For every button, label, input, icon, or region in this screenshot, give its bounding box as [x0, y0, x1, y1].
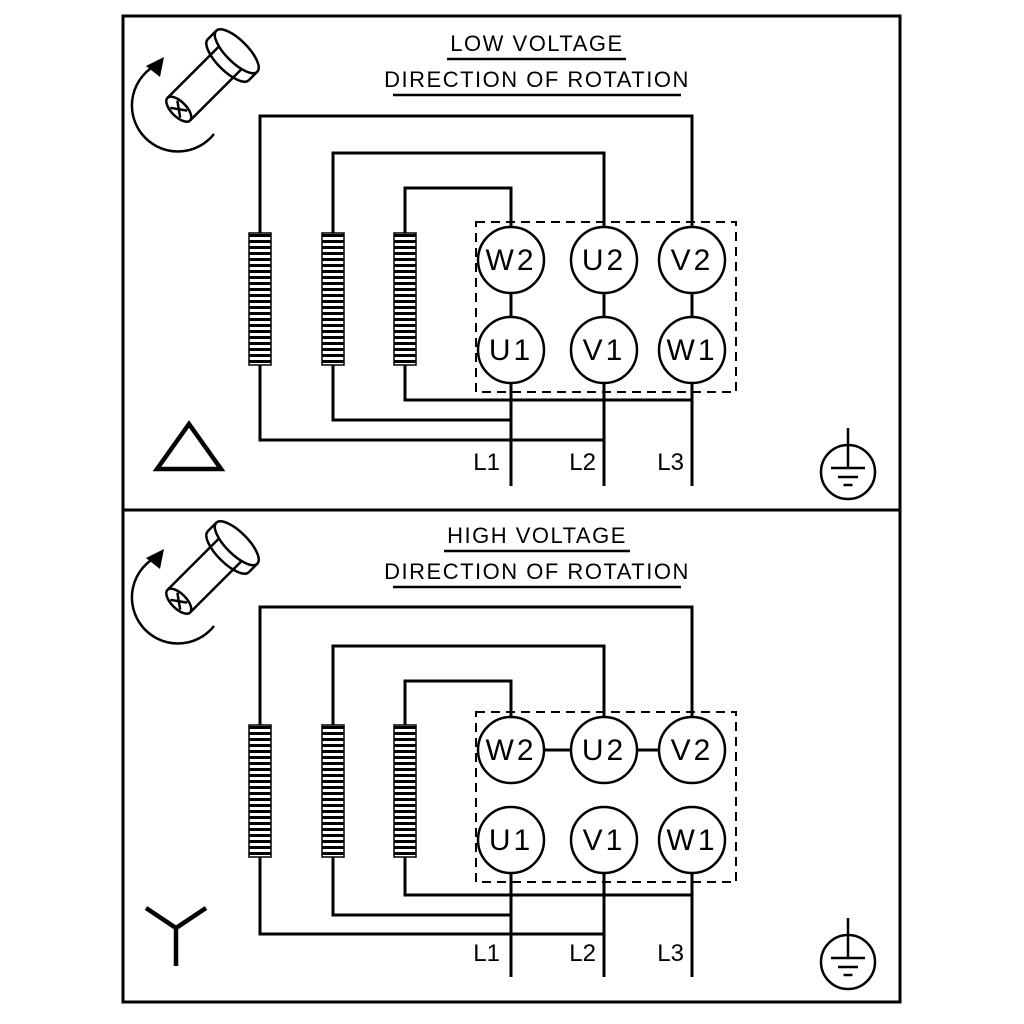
terminal-label-v1: V1 [583, 334, 626, 367]
terminal-label-w2: W2 [486, 734, 537, 767]
wire-coil2-to-u2 [331, 151, 606, 236]
supply-label-l3: L3 [657, 940, 684, 967]
terminal-label-v2: V2 [671, 244, 714, 277]
terminal-u1 [476, 805, 546, 875]
supply-label-l2: L2 [569, 940, 596, 967]
earth-ground-icon [819, 426, 877, 501]
terminal-label-v2: V2 [671, 734, 714, 767]
terminal-u2 [569, 225, 639, 295]
wire-coil1-to-v1 [258, 854, 604, 936]
winding-coil-3 [393, 232, 417, 366]
winding-coil-2 [321, 724, 345, 858]
terminal-label-u1: U1 [489, 824, 533, 857]
terminal-w2 [476, 715, 546, 785]
terminal-v1 [569, 315, 639, 385]
winding-coil-1 [248, 232, 272, 366]
low-voltage-panel: LOW VOLTAGE DIRECTION OF ROTATION [130, 21, 877, 501]
star-icon [144, 906, 208, 966]
wire-coil1-to-v2 [258, 605, 694, 728]
supply-label-l1: L1 [473, 940, 500, 967]
panel-subtitle: DIRECTION OF ROTATION [384, 67, 690, 92]
wire-coil3-to-w2 [403, 679, 513, 728]
terminal-w1 [657, 805, 727, 875]
wire-coil2-to-u1 [331, 362, 511, 422]
panel-title: HIGH VOLTAGE [447, 523, 627, 548]
wire-coil3-to-w1 [403, 854, 692, 897]
earth-ground-icon [819, 916, 877, 991]
terminal-label-w1: W1 [667, 824, 718, 857]
terminal-label-w1: W1 [667, 334, 718, 367]
terminal-label-v1: V1 [583, 824, 626, 857]
terminal-w1 [657, 315, 727, 385]
supply-label-l3: L3 [657, 449, 684, 476]
supply-label-l2: L2 [569, 449, 596, 476]
terminal-label-w2: W2 [486, 244, 537, 277]
panel-subtitle: DIRECTION OF ROTATION [384, 559, 690, 584]
high-voltage-panel: HIGH VOLTAGE DIRECTION OF ROTATION [130, 513, 877, 991]
wire-coil3-to-w2 [403, 186, 513, 236]
wire-coil3-to-w1 [403, 362, 692, 402]
terminal-label-u2: U2 [582, 734, 626, 767]
panel-title: LOW VOLTAGE [450, 31, 623, 56]
terminal-w2 [476, 225, 546, 295]
terminal-label-u1: U1 [489, 334, 533, 367]
rotating-shaft-icon [130, 513, 267, 645]
terminal-box [475, 221, 737, 393]
supply-label-l1: L1 [473, 449, 500, 476]
terminal-v1 [569, 805, 639, 875]
terminal-box [475, 711, 737, 883]
delta-icon [152, 420, 226, 472]
wire-coil1-to-v2 [258, 114, 694, 236]
terminal-u1 [476, 315, 546, 385]
winding-coil-3 [393, 724, 417, 858]
terminal-label-u2: U2 [582, 244, 626, 277]
wire-coil2-to-u2 [331, 644, 606, 728]
wire-coil1-to-v1 [258, 362, 604, 442]
rotating-shaft-icon [130, 21, 267, 153]
winding-coil-1 [248, 724, 272, 858]
terminal-v2 [657, 225, 727, 295]
winding-coil-2 [321, 232, 345, 366]
terminal-v2 [657, 715, 727, 785]
wire-coil2-to-u1 [331, 854, 511, 917]
terminal-u2 [569, 715, 639, 785]
